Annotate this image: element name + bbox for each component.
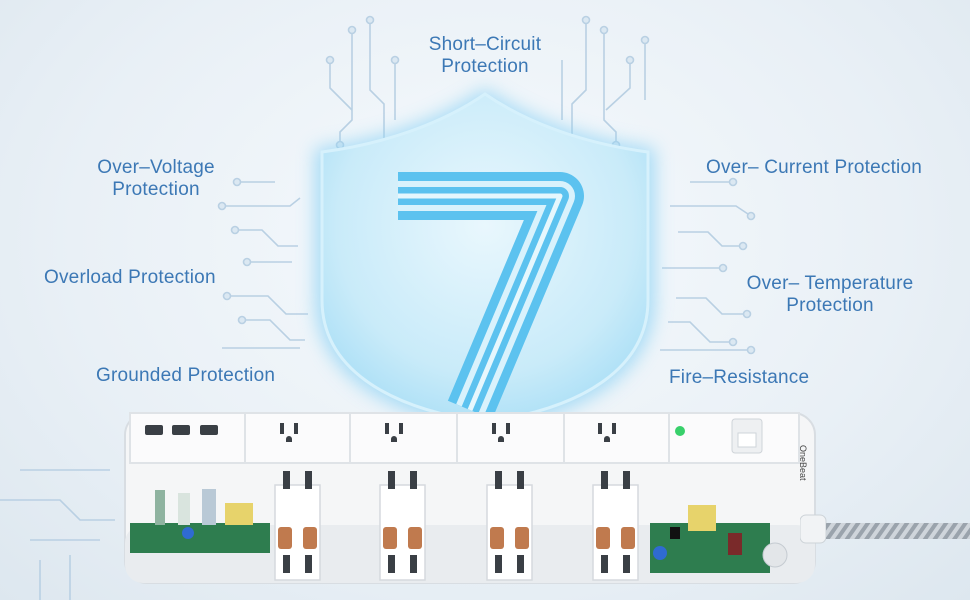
brand-text: OneBeat xyxy=(798,445,808,481)
power-cable xyxy=(800,514,970,544)
short-circuit-label: Short–Circuit Protection xyxy=(428,34,542,77)
pcb-right xyxy=(650,505,770,573)
headline-number-text: 7 xyxy=(0,0,1,1)
over-voltage-label: Over–Voltage Protection xyxy=(97,157,215,200)
overload-label: Overload Protection xyxy=(44,267,216,288)
grounded-label: Grounded Protection xyxy=(96,365,276,386)
over-current-label: Over– Current Protection xyxy=(706,157,922,178)
usb-ports xyxy=(145,425,218,435)
power-strip-image: OneBeat xyxy=(124,412,816,584)
over-temperature-label: Over– Temperature Protection xyxy=(746,273,914,316)
fire-resistance-label: Fire–Resistance xyxy=(669,367,810,388)
pcb-left xyxy=(130,489,270,553)
